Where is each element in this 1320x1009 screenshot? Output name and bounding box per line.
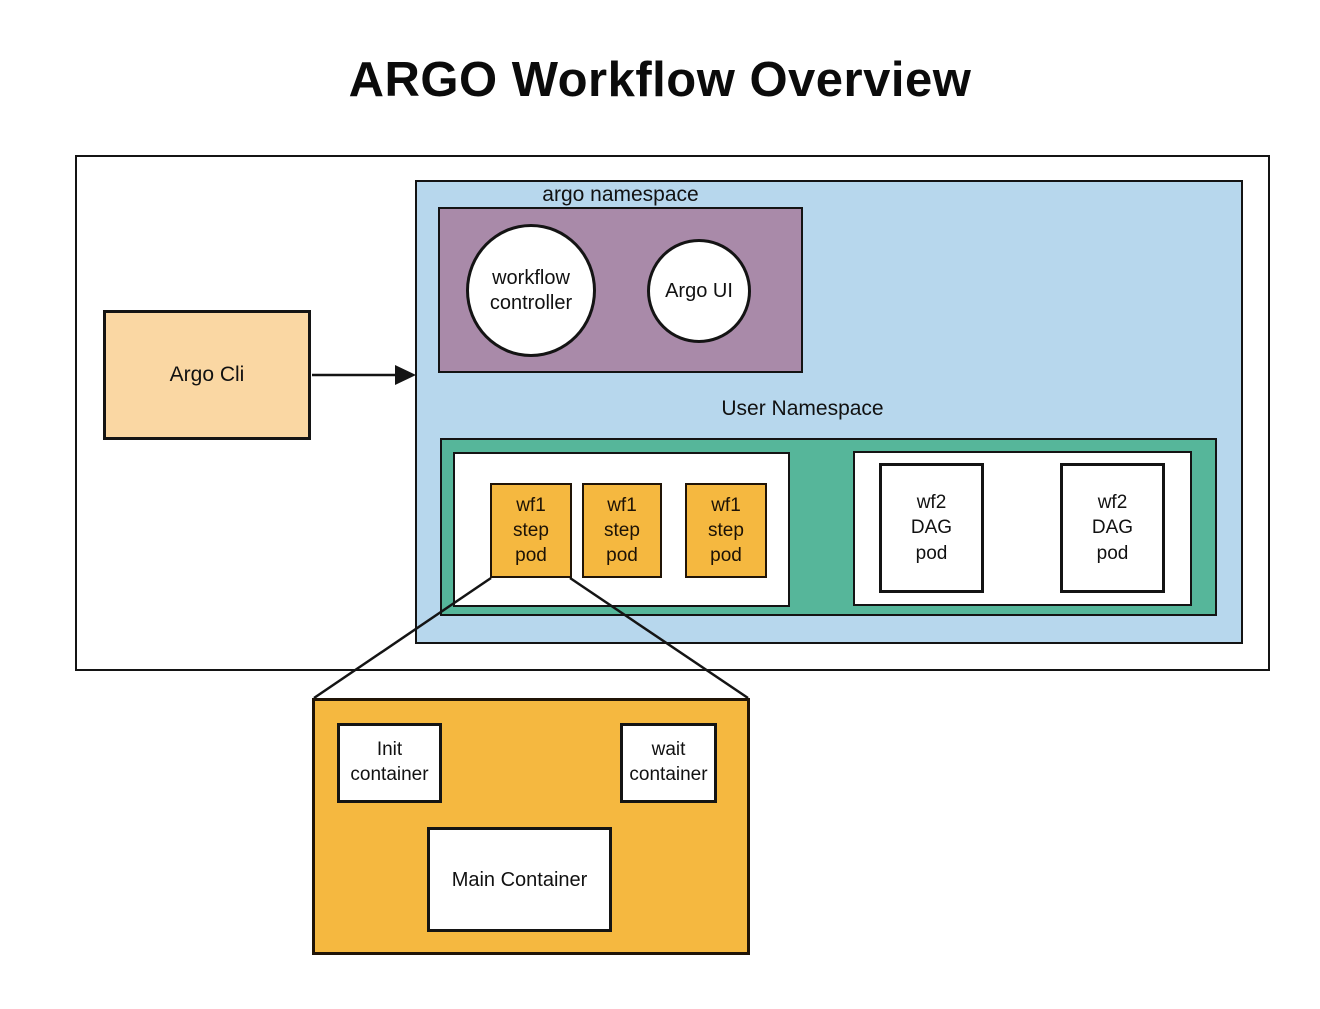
argo-ui-circle: Argo UI bbox=[647, 239, 751, 343]
wait-container-label: wait container bbox=[629, 739, 708, 785]
wf2-dag-pod-label: wf2 DAG pod bbox=[910, 492, 953, 564]
wf2-dag-pod-box: wf2 DAG pod bbox=[879, 463, 984, 593]
workflow-controller-label: workflow controller bbox=[489, 266, 573, 314]
workflow-controller-circle: workflow controller bbox=[466, 224, 596, 357]
wf1-step-pod-box: wf1 step pod bbox=[582, 483, 662, 578]
wf2-dag-pod-label: wf2 DAG pod bbox=[1091, 492, 1134, 564]
init-container-label: Init container bbox=[350, 739, 429, 785]
argo-cli-box: Argo Cli bbox=[103, 310, 311, 440]
argo-ui-label: Argo UI bbox=[665, 279, 733, 302]
wf1-step-pod-label: wf1 step pod bbox=[604, 494, 640, 567]
user-namespace-label: User Namespace bbox=[721, 397, 884, 420]
wf1-step-pod-box: wf1 step pod bbox=[490, 483, 572, 578]
main-container-box: Main Container bbox=[427, 827, 612, 932]
wf1-step-pod-box: wf1 step pod bbox=[685, 483, 767, 578]
wait-container-box: wait container bbox=[620, 723, 717, 803]
argo-cli-label: Argo Cli bbox=[169, 363, 245, 386]
init-container-box: Init container bbox=[337, 723, 442, 803]
wf2-dag-pod-box: wf2 DAG pod bbox=[1060, 463, 1165, 593]
wf1-step-pod-label: wf1 step pod bbox=[513, 494, 549, 567]
page-title: ARGO Workflow Overview bbox=[348, 53, 972, 107]
argo-namespace-label: argo namespace bbox=[542, 183, 699, 206]
main-container-label: Main Container bbox=[451, 868, 588, 891]
wf1-step-pod-label: wf1 step pod bbox=[708, 494, 744, 567]
